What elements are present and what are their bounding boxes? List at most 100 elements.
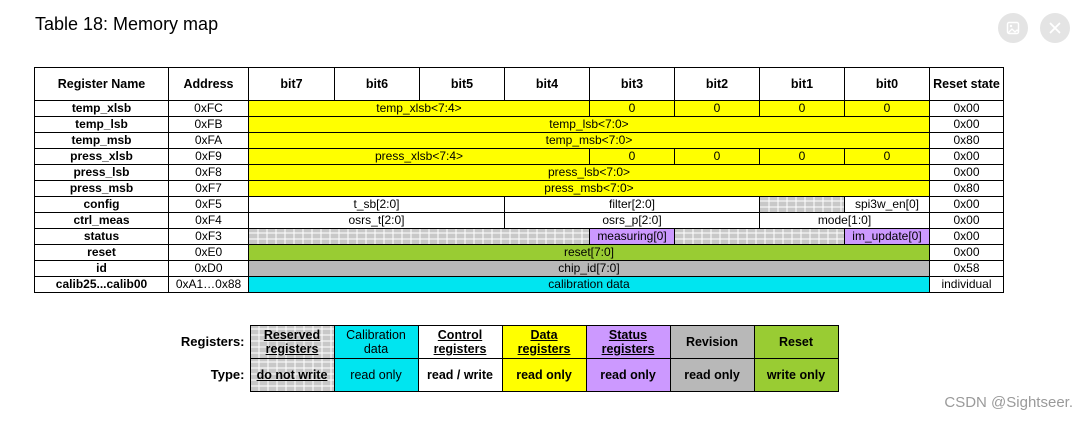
register-field: im_update[0]	[844, 228, 930, 245]
watermark: CSDN @Sightseer.	[944, 394, 1073, 411]
register-address: 0xF4	[168, 212, 249, 229]
header-bit0: bit0	[844, 67, 930, 101]
legend-status: Status registers	[585, 325, 671, 359]
register-field: t_sb[2:0]	[248, 196, 505, 213]
register-field: press_msb<7:0>	[248, 180, 930, 197]
header-bit4: bit4	[504, 67, 590, 101]
register-address: 0xF3	[168, 228, 249, 245]
table-row: config 0xF5 t_sb[2:0] filter[2:0] spi3w_…	[34, 196, 1004, 213]
header-bit2: bit2	[674, 67, 760, 101]
table-row: temp_msb 0xFA temp_msb<7:0> 0x80	[34, 132, 1004, 149]
register-field: calibration data	[248, 276, 930, 293]
reset-value: individual	[929, 276, 1004, 293]
legend-type-row: Type: do not write read only read / writ…	[170, 358, 839, 392]
register-name: press_msb	[34, 180, 169, 197]
header-register-name: Register Name	[34, 67, 169, 101]
register-name: temp_xlsb	[34, 100, 169, 117]
legend-reserved-type-text: do not write	[256, 368, 328, 382]
legend-registers-label: Registers:	[180, 334, 245, 349]
reset-value: 0x00	[929, 164, 1004, 181]
reset-value: 0x00	[929, 100, 1004, 117]
header-bit3: bit3	[589, 67, 675, 101]
bit-value: 0	[589, 100, 675, 117]
header-bit7: bit7	[248, 67, 335, 101]
register-name: config	[34, 196, 169, 213]
legend-data: Data registers	[501, 325, 587, 359]
reset-value: 0x00	[929, 148, 1004, 165]
register-field: osrs_t[2:0]	[248, 212, 505, 229]
legend-reserved-name: Reserved registers	[263, 328, 321, 356]
legend-reserved: Reserved registers	[249, 325, 335, 359]
close-icon[interactable]	[1040, 13, 1070, 43]
table-header-row: Register Name Address bit7 bit6 bit5 bit…	[34, 67, 1004, 101]
legend-type-label: Type:	[210, 367, 245, 382]
register-address: 0xD0	[168, 260, 249, 277]
register-name: press_xlsb	[34, 148, 169, 165]
image-icon[interactable]	[998, 13, 1028, 43]
legend-control-name: Control registers	[433, 328, 487, 356]
table-row: status 0xF3 measuring[0] im_update[0] 0x…	[34, 228, 1004, 245]
register-field: temp_msb<7:0>	[248, 132, 930, 149]
reserved-bit	[248, 228, 590, 245]
register-field: reset[7:0]	[248, 244, 930, 261]
legend-reserved-type: do not write	[249, 358, 335, 392]
register-field: mode[1:0]	[759, 212, 930, 229]
bit-value: 0	[844, 148, 930, 165]
bit-value: 0	[844, 100, 930, 117]
register-address: 0xE0	[168, 244, 249, 261]
reset-value: 0x00	[929, 116, 1004, 133]
legend-data-type: read only	[501, 358, 587, 392]
reset-value: 0x80	[929, 180, 1004, 197]
reset-value: 0x80	[929, 132, 1004, 149]
register-name: temp_msb	[34, 132, 169, 149]
reserved-bit	[674, 228, 845, 245]
legend-revision-type: read only	[669, 358, 755, 392]
table-row: temp_lsb 0xFB temp_lsb<7:0> 0x00	[34, 116, 1004, 133]
header-bit1: bit1	[759, 67, 845, 101]
header-bit5: bit5	[419, 67, 505, 101]
header-bit6: bit6	[334, 67, 420, 101]
reset-value: 0x00	[929, 212, 1004, 229]
reset-value: 0x00	[929, 228, 1004, 245]
table-row: calib25...calib00 0xA1…0x88 calibration …	[34, 276, 1004, 293]
register-name: ctrl_meas	[34, 212, 169, 229]
legend-status-type: read only	[585, 358, 671, 392]
table-row: id 0xD0 chip_id[7:0] 0x58	[34, 260, 1004, 277]
legend-revision: Revision	[669, 325, 755, 359]
legend-calibration: Calibration data	[333, 325, 419, 359]
register-field: filter[2:0]	[504, 196, 760, 213]
table-row: press_msb 0xF7 press_msb<7:0> 0x80	[34, 180, 1004, 197]
register-address: 0xF8	[168, 164, 249, 181]
register-address: 0xFA	[168, 132, 249, 149]
register-field: temp_xlsb<7:4>	[248, 100, 590, 117]
register-name: press_lsb	[34, 164, 169, 181]
register-address: 0xFB	[168, 116, 249, 133]
table-row: ctrl_meas 0xF4 osrs_t[2:0] osrs_p[2:0] m…	[34, 212, 1004, 229]
bit-value: 0	[674, 100, 760, 117]
bit-value: 0	[759, 148, 845, 165]
reset-value: 0x00	[929, 244, 1004, 261]
register-field: chip_id[7:0]	[248, 260, 930, 277]
bit-value: 0	[759, 100, 845, 117]
legend-table: Registers: Reserved registers Calibratio…	[170, 325, 839, 392]
legend-control-type: read / write	[417, 358, 503, 392]
legend-reset-type: write only	[753, 358, 839, 392]
register-address: 0xF5	[168, 196, 249, 213]
reset-value: 0x58	[929, 260, 1004, 277]
legend-reset: Reset	[753, 325, 839, 359]
legend-control: Control registers	[417, 325, 503, 359]
register-address: 0xF7	[168, 180, 249, 197]
table-row: reset 0xE0 reset[7:0] 0x00	[34, 244, 1004, 261]
register-address: 0xF9	[168, 148, 249, 165]
table-row: press_lsb 0xF8 press_lsb<7:0> 0x00	[34, 164, 1004, 181]
reserved-bit	[759, 196, 845, 213]
bit-value: 0	[674, 148, 760, 165]
register-address: 0xFC	[168, 100, 249, 117]
register-field: spi3w_en[0]	[844, 196, 930, 213]
legend-data-name: Data registers	[517, 328, 571, 356]
register-name: temp_lsb	[34, 116, 169, 133]
page-title: Table 18: Memory map	[35, 14, 219, 34]
register-field: measuring[0]	[589, 228, 675, 245]
header-reset-state: Reset state	[929, 67, 1004, 101]
bit-value: 0	[589, 148, 675, 165]
